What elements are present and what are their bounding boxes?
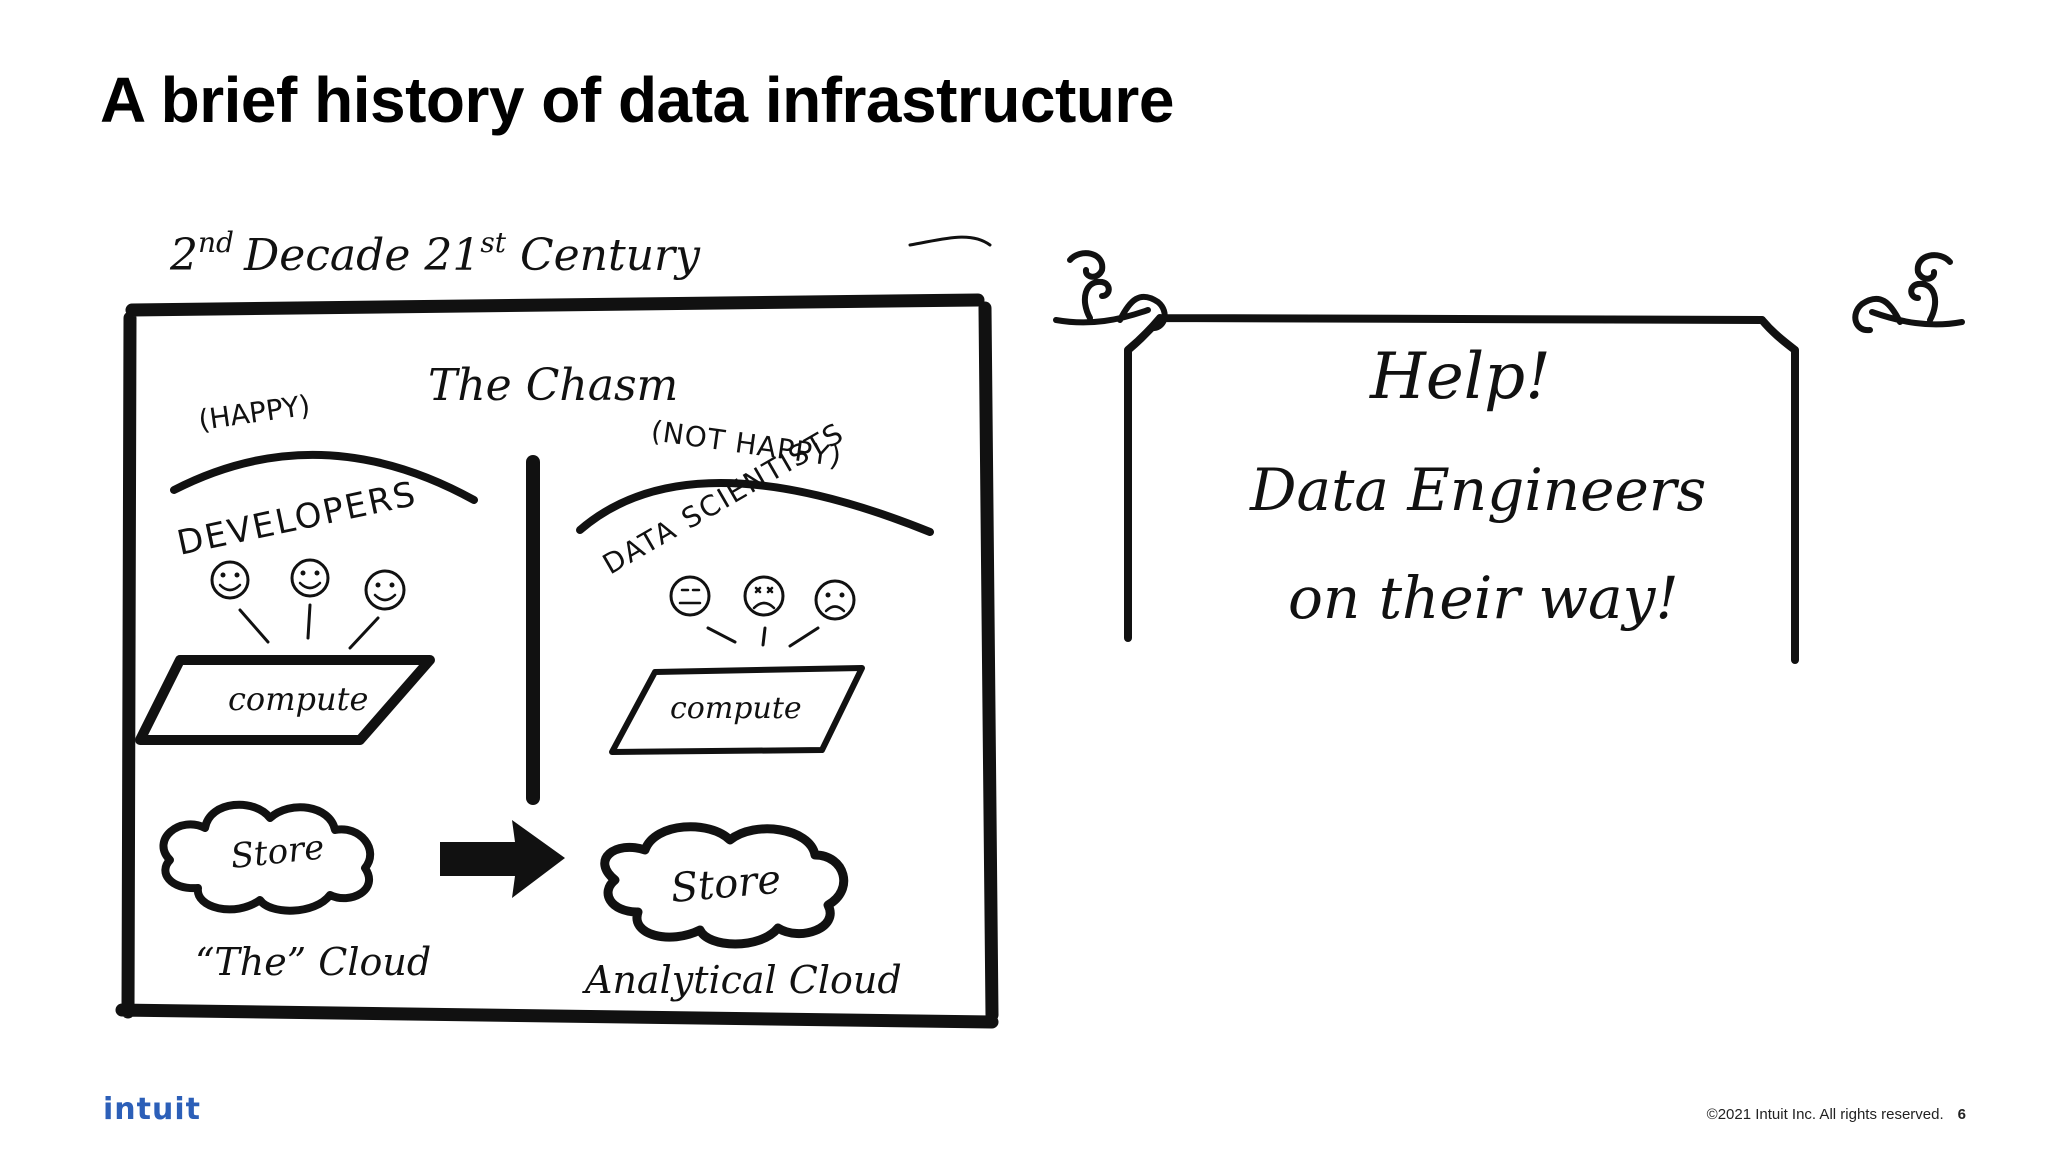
data-scientists-compute-label: compute (670, 691, 802, 726)
intuit-logo: intuit (103, 1092, 201, 1127)
developers-cloud-caption: “The” Cloud (195, 940, 431, 984)
banner-left-scroll-icon (1053, 250, 1168, 332)
copyright-text: ©2021 Intuit Inc. All rights reserved. (1706, 1106, 1944, 1123)
developers-compute-slab: compute (135, 655, 435, 745)
neutral-face-icon (669, 575, 711, 617)
banner-right-scroll-icon (1852, 252, 1965, 334)
analytical-cloud-caption: Analytical Cloud (582, 958, 902, 1002)
developers-label: DEVELOPERS (174, 474, 421, 564)
sad-face-icon (743, 575, 785, 617)
heading-swash (908, 235, 992, 247)
developers-store-cloud: Store (159, 800, 375, 915)
unhappy-faces (669, 575, 856, 648)
footer: ©2021 Intuit Inc. All rights reserved. 6 (1707, 1106, 1966, 1123)
banner-line-way: on their way! (1288, 564, 1679, 632)
chasm-label: The Chasm (428, 360, 678, 411)
page-number: 6 (1957, 1106, 1966, 1123)
developers-store-label: Store (229, 827, 326, 877)
sad-face-icon (814, 579, 856, 621)
happy-face-icon (290, 558, 330, 598)
banner-line-help: Help! (1369, 340, 1551, 414)
happy-face-icon (210, 560, 250, 600)
sketch-frame (115, 293, 999, 1029)
happy-faces (210, 558, 406, 650)
migration-arrow-icon (440, 820, 565, 898)
help-banner: Help! Data Engineers on their way! (1053, 250, 1965, 664)
developers-mood: (HAPPY) (196, 389, 312, 437)
data-scientists-compute-slab: compute (609, 665, 865, 755)
developers-arc (170, 450, 478, 504)
slide-title: A brief history of data infrastructure (100, 64, 1174, 136)
data-scientists-arc (576, 479, 934, 536)
banner-line-engineers: Data Engineers (1249, 456, 1706, 524)
developers-compute-label: compute (228, 680, 368, 718)
analytical-store-label: Store (669, 857, 783, 912)
analytical-store-cloud: Store (600, 822, 849, 949)
banner-frame (1124, 314, 1799, 664)
happy-face-icon (364, 569, 406, 611)
